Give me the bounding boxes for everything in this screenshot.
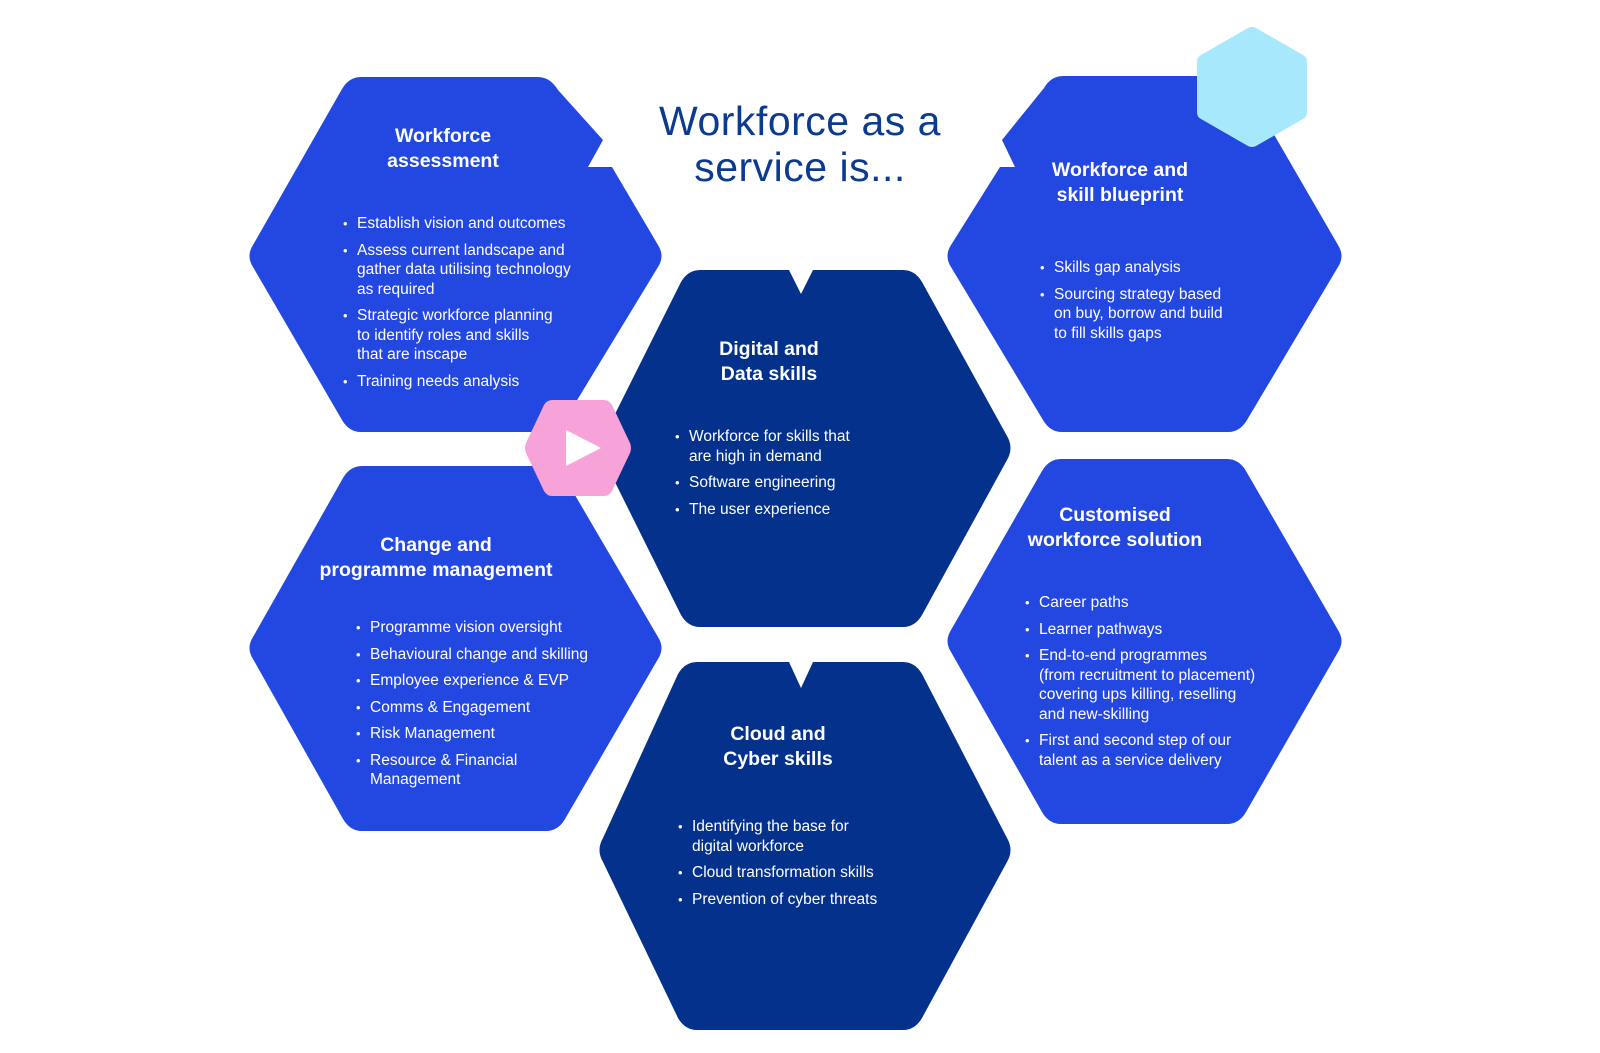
play-button[interactable]: [525, 400, 631, 496]
list-item: Training needs analysis: [343, 372, 603, 392]
list-item: Prevention of cyber threats: [678, 890, 908, 910]
customised-solution-list: Career paths Learner pathways End-to-end…: [1025, 593, 1285, 770]
list-item: Comms & Engagement: [356, 698, 626, 718]
hexagon-accent: [1197, 27, 1307, 147]
digital-data-content: Digital and Data skills Workforce for sk…: [675, 337, 905, 526]
list-item: Employee experience & EVP: [356, 671, 626, 691]
change-management-content: Change and programme management Programm…: [320, 533, 626, 797]
workforce-assessment-content: Workforce assessment Establish vision an…: [343, 124, 603, 398]
list-item: Risk Management: [356, 724, 626, 744]
title-line-2: service is...: [694, 144, 906, 190]
cloud-cyber-title: Cloud and Cyber skills: [723, 723, 833, 770]
customised-solution-content: Customised workforce solution Career pat…: [1025, 503, 1285, 777]
list-item: End-to-end programmes (from recruitment …: [1025, 646, 1285, 724]
title-line-1: Workforce as a: [659, 98, 941, 144]
workforce-assessment-list: Establish vision and outcomes Assess cur…: [343, 214, 603, 391]
workforce-assessment-title: Workforce assessment: [387, 125, 499, 172]
digital-data-title: Digital and Data skills: [719, 338, 819, 385]
cloud-cyber-content: Cloud and Cyber skills Identifying the b…: [678, 722, 908, 916]
hexagon-skill-blueprint: [947, 76, 1342, 432]
list-item: First and second step of our talent as a…: [1025, 731, 1285, 770]
list-item: Behavioural change and skilling: [356, 645, 626, 665]
list-item: Career paths: [1025, 593, 1285, 613]
list-item: The user experience: [675, 500, 905, 520]
change-management-list: Programme vision oversight Behavioural c…: [356, 618, 626, 790]
skill-blueprint-content: Workforce and skill blueprint Skills gap…: [1040, 158, 1300, 350]
customised-solution-title: Customised workforce solution: [1027, 504, 1203, 551]
list-item: Establish vision and outcomes: [343, 214, 603, 234]
list-item: Resource & Financial Management: [356, 751, 626, 790]
play-icon: [566, 430, 601, 466]
cloud-cyber-list: Identifying the base for digital workfor…: [678, 817, 908, 909]
digital-data-list: Workforce for skills that are high in de…: [675, 427, 905, 519]
change-management-title: Change and programme management: [319, 534, 553, 581]
list-item: Workforce for skills that are high in de…: [675, 427, 905, 466]
skill-blueprint-title: Workforce and skill blueprint: [1051, 159, 1189, 206]
list-item: Skills gap analysis: [1040, 258, 1300, 278]
list-item: Identifying the base for digital workfor…: [678, 817, 908, 856]
list-item: Cloud transformation skills: [678, 863, 908, 883]
list-item: Strategic workforce planning to identify…: [343, 306, 603, 365]
list-item: Learner pathways: [1025, 620, 1285, 640]
list-item: Assess current landscape and gather data…: [343, 241, 603, 300]
page-title: Workforce as a service is...: [600, 98, 1000, 190]
list-item: Sourcing strategy based on buy, borrow a…: [1040, 285, 1300, 344]
list-item: Software engineering: [675, 473, 905, 493]
list-item: Programme vision oversight: [356, 618, 626, 638]
skill-blueprint-list: Skills gap analysis Sourcing strategy ba…: [1040, 258, 1300, 343]
